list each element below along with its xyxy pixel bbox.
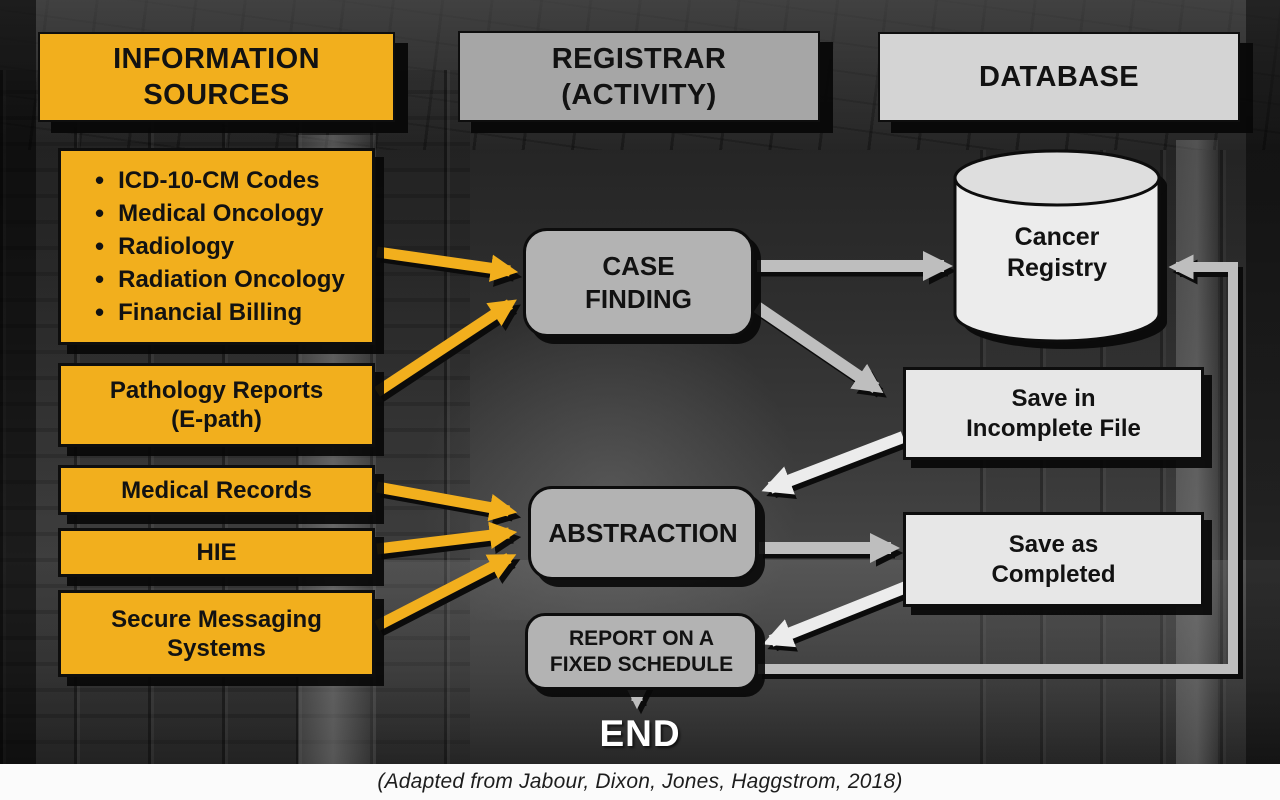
database-cylinder-cancer-registry: Cancer Registry xyxy=(951,148,1173,356)
arrow-casefinding-to-incomplete xyxy=(753,302,884,394)
source-box-hie: HIE xyxy=(58,528,375,577)
column-header-information-sources: INFORMATION SOURCES xyxy=(38,32,395,122)
arrow-pathology-to-casefinding xyxy=(373,299,517,397)
source-citation: (Adapted from Jabour, Dixon, Jones, Hagg… xyxy=(377,770,903,793)
bullet-icon: • xyxy=(95,231,105,261)
bullet-icon: • xyxy=(95,264,105,294)
arrow-incomplete-to-abstraction xyxy=(761,431,906,495)
column-header-database: DATABASE xyxy=(878,32,1240,122)
column-header-registrar-activity: REGISTRAR (ACTIVITY) xyxy=(458,31,820,122)
list-item: •ICD-10-CM Codes xyxy=(95,165,320,195)
activity-node-abstraction: ABSTRACTION xyxy=(528,486,758,580)
arrow-bullets-to-casefinding xyxy=(376,246,519,282)
activity-node-report-fixed-schedule: REPORT ON A FIXED SCHEDULE xyxy=(525,613,758,690)
source-box-medical-records: Medical Records xyxy=(58,465,375,515)
background-edge-left xyxy=(0,0,36,800)
arrow-hie-to-abstraction xyxy=(376,521,518,555)
list-item: •Medical Oncology xyxy=(95,198,324,228)
background-edge-right xyxy=(1246,0,1280,800)
activity-node-case-finding: CASE FINDING xyxy=(523,228,754,337)
source-arrows xyxy=(373,246,519,631)
source-box-pathology-reports: Pathology Reports (E-path) xyxy=(58,363,375,447)
bullet-icon: • xyxy=(95,198,105,228)
caption-bar: (Adapted from Jabour, Dixon, Jones, Hagg… xyxy=(0,764,1280,800)
list-item: •Radiology xyxy=(95,231,235,261)
bullet-icon: • xyxy=(95,165,105,195)
database-box-save-completed: Save as Completed xyxy=(903,512,1204,607)
database-box-save-incomplete: Save in Incomplete File xyxy=(903,367,1204,460)
end-terminator-label: END xyxy=(599,713,681,754)
arrow-completed-to-report xyxy=(762,581,909,648)
list-item: •Financial Billing xyxy=(95,297,303,327)
arrow-medrec-to-abstraction xyxy=(376,481,518,522)
arrow-secure-to-abstraction xyxy=(374,553,517,631)
source-box-code-list: •ICD-10-CM Codes •Medical Oncology •Radi… xyxy=(58,148,375,345)
list-item: •Radiation Oncology xyxy=(95,264,345,294)
source-box-secure-messaging: Secure Messaging Systems xyxy=(58,590,375,677)
bullet-icon: • xyxy=(95,297,105,327)
cancer-registry-label: Cancer Registry xyxy=(1006,223,1108,282)
database-cylinder-icon xyxy=(953,149,1167,349)
